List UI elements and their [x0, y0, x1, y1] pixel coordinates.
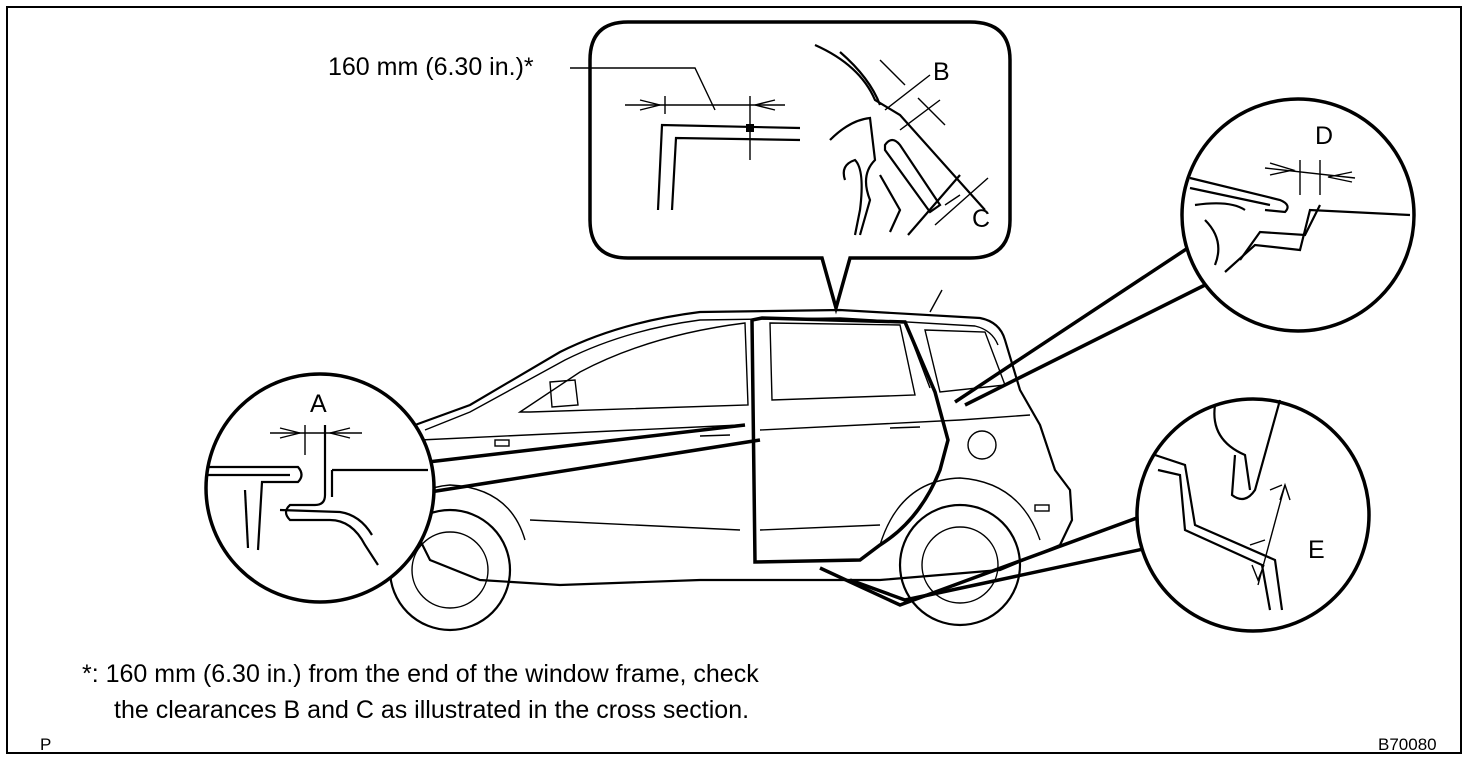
clearance-label-d: D — [1315, 122, 1334, 150]
corner-code: P — [40, 735, 52, 754]
rear-door-outline — [750, 316, 950, 564]
footnote: *: 160 mm (6.30 in.) from the end of the… — [82, 656, 759, 728]
dimension-label: 160 mm (6.30 in.)* — [328, 53, 534, 81]
diagram-border — [6, 6, 1462, 754]
clearance-label-c: C — [972, 205, 991, 233]
clearance-label-a: A — [310, 390, 327, 418]
detail-e-callout — [819, 397, 1371, 633]
footnote-line-2: the clearances B and C as illustrated in… — [114, 696, 750, 724]
detail-d-callout — [954, 97, 1416, 407]
clearance-label-e: E — [1308, 536, 1325, 564]
detail-a-callout — [204, 372, 761, 604]
footnote-line-1: *: 160 mm (6.30 in.) from the end of the… — [82, 660, 759, 688]
clearance-label-b: B — [933, 58, 950, 86]
figure-code: B70080 — [1378, 735, 1437, 754]
top-detail-callout — [570, 20, 1012, 315]
